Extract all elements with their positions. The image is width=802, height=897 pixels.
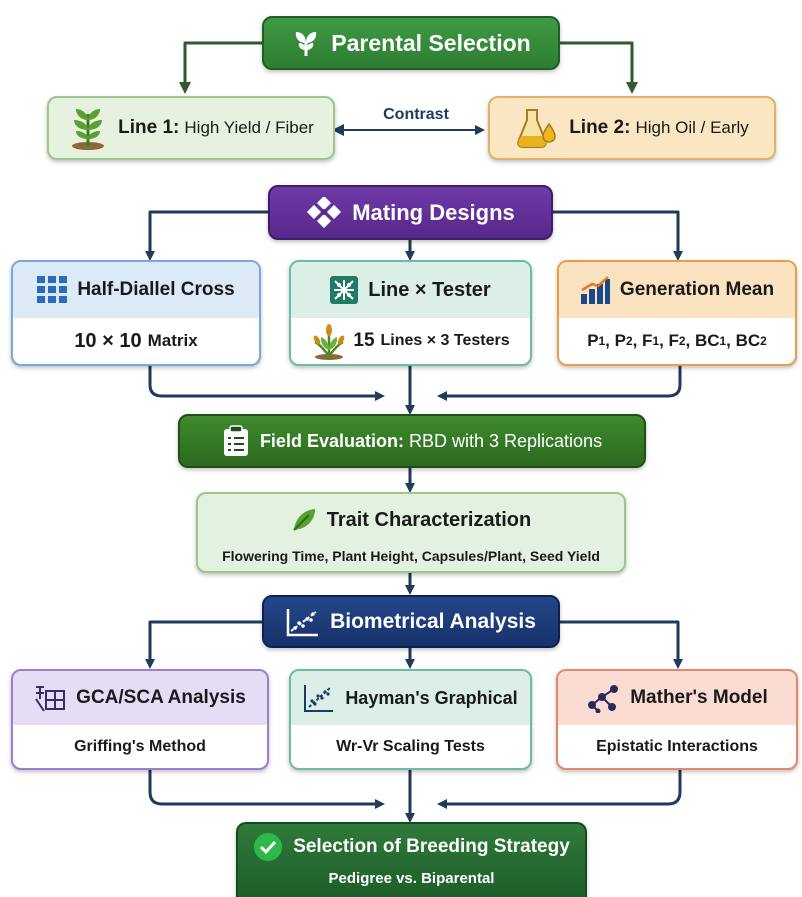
biometrical-analysis-title: Biometrical Analysis [330, 609, 536, 633]
leaf-icon [291, 507, 317, 533]
parental-selection-node: Parental Selection [262, 16, 560, 70]
line2-label: Line 2: [569, 117, 631, 138]
parental-selection-title: Parental Selection [331, 29, 531, 56]
arrow-parental-line2 [560, 41, 638, 94]
gca-sca-method: Griffing's Method [74, 737, 206, 755]
line1-node: Line 1: High Yield / Fiber [47, 96, 335, 160]
mather-model-title: Mather's Model [630, 687, 768, 708]
sprout-icon [291, 28, 321, 58]
scatter-trend-icon [286, 607, 320, 637]
oil-flask-icon [515, 106, 559, 150]
grid-icon [37, 276, 68, 304]
half-diallel-node: Half-Diallel Cross 10 × 10 Matrix [11, 260, 261, 366]
field-evaluation-label: Field Evaluation: [259, 430, 404, 451]
field-evaluation-design: RBD with 3 Replications [408, 430, 603, 451]
matrix-formula-icon [34, 683, 66, 713]
line-tester-count: 15 [353, 330, 375, 351]
line1-description: High Yield / Fiber [184, 118, 314, 137]
cross-pattern-icon [330, 276, 359, 304]
breeding-strategy-node: Selection of Breeding Strategy Pedigree … [236, 822, 587, 897]
check-circle-icon [253, 832, 283, 862]
biometrical-analysis-node: Biometrical Analysis [262, 595, 560, 648]
clipboard-icon [222, 425, 250, 457]
plant-icon [68, 106, 108, 150]
half-diallel-title: Half-Diallel Cross [77, 279, 235, 300]
half-diallel-matrix-label: Matrix [147, 331, 198, 350]
trait-characterization-title: Trait Characterization [326, 508, 532, 531]
line-tester-node: Line × Tester 15 Lines × 3 Testers [289, 260, 532, 366]
mather-model-node: Mather's Model Epistatic Interactions [556, 669, 798, 770]
puzzle-icon [306, 196, 342, 229]
mating-designs-title: Mating Designs [352, 199, 515, 225]
network-icon [586, 683, 620, 713]
mating-designs-node: Mating Designs [268, 185, 553, 240]
contrast-label: Contrast [383, 106, 449, 123]
trait-list: Flowering Time, Plant Height, Capsules/P… [222, 548, 600, 564]
line-tester-detail: Lines × 3 Testers [380, 332, 510, 349]
hayman-graphical-title: Hayman's Graphical [345, 687, 518, 708]
wheat-icon [311, 322, 347, 360]
regression-plot-icon [303, 683, 335, 713]
breeding-strategy-title: Selection of Breeding Strategy [293, 836, 570, 857]
field-evaluation-node: Field Evaluation: RBD with 3 Replication… [178, 414, 646, 468]
breeding-strategy-options: Pedigree vs. Biparental [328, 870, 495, 887]
line2-description: High Oil / Early [635, 118, 749, 137]
line2-node: Line 2: High Oil / Early [488, 96, 776, 160]
gca-sca-node: GCA/SCA Analysis Griffing's Method [11, 669, 269, 770]
line1-label: Line 1: [118, 117, 180, 138]
arrow-parental-line1 [179, 41, 265, 94]
half-diallel-matrix-size: 10 × 10 [74, 329, 142, 352]
hayman-graphical-node: Hayman's Graphical Wr-Vr Scaling Tests [289, 669, 532, 770]
generation-mean-title: Generation Mean [619, 279, 775, 300]
gca-sca-title: GCA/SCA Analysis [76, 687, 246, 708]
mather-interactions: Epistatic Interactions [596, 737, 758, 755]
line-tester-title: Line × Tester [368, 278, 491, 301]
bar-chart-icon [580, 276, 610, 304]
trait-characterization-node: Trait Characterization Flowering Time, P… [196, 492, 626, 573]
hayman-tests: Wr-Vr Scaling Tests [336, 737, 485, 755]
